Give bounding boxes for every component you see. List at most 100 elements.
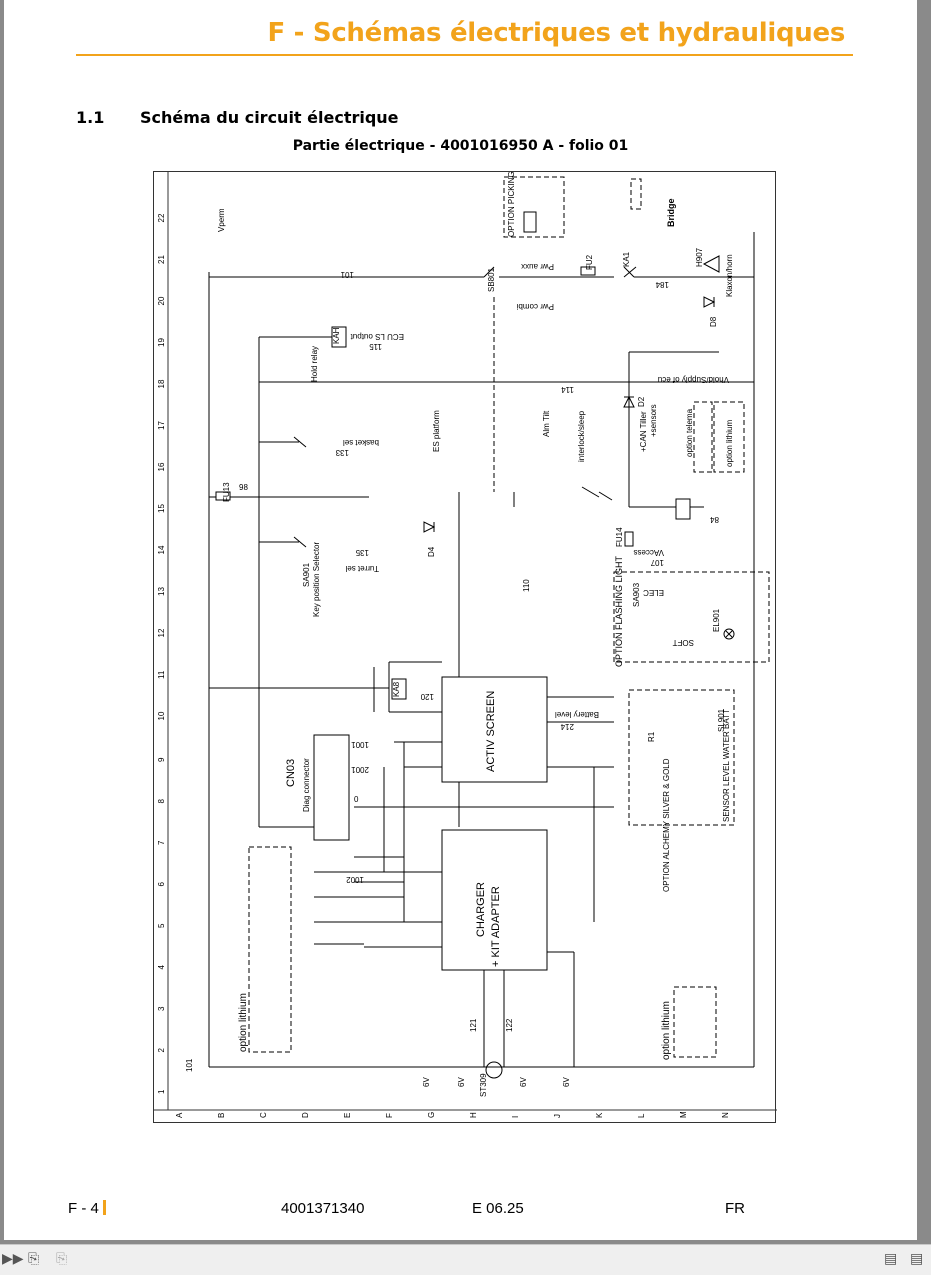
grid-col-label: 7 xyxy=(157,840,166,845)
grid-col-label: 5 xyxy=(157,923,166,928)
diag-connector-box xyxy=(313,734,350,841)
fu14-fuse: FU14 xyxy=(615,527,624,547)
single-page-icon[interactable]: ▤ xyxy=(884,1251,898,1267)
wire-214: 214 xyxy=(560,722,574,731)
grid-row-label: E xyxy=(343,1113,352,1118)
wire-114: 114 xyxy=(561,385,574,394)
document-page: F - Schémas électriques et hydrauliques … xyxy=(4,0,917,1240)
h907-horn: H907 xyxy=(695,247,704,267)
elec-label: ELEC xyxy=(643,588,664,597)
d2-diode: D2 xyxy=(637,396,646,407)
alm-tilt-label: Alm Tilt xyxy=(542,410,551,437)
grid-col-label: 16 xyxy=(157,462,166,471)
diag-connector-desc: Diag connector xyxy=(302,758,311,812)
diag-connector-id: CN03 xyxy=(285,759,297,787)
section-number: 1.1 xyxy=(76,108,105,127)
section-title: Schéma du circuit électrique xyxy=(140,108,399,127)
el901-label: EL901 xyxy=(712,608,721,632)
grid-col-label: 6 xyxy=(157,882,166,887)
next-page-icon[interactable]: ⎘ xyxy=(56,1251,68,1267)
grid-row-label: G xyxy=(427,1112,436,1118)
wire-0-mid: 0 xyxy=(354,795,359,804)
grid-row-label: J xyxy=(553,1114,562,1118)
wire-115: 115 xyxy=(369,342,382,351)
bridge-label: Bridge xyxy=(666,198,676,227)
grid-col-label: 14 xyxy=(157,545,166,554)
charger-box xyxy=(441,829,548,971)
grid-col-label: 21 xyxy=(157,255,166,264)
grid-col-label: 1 xyxy=(157,1089,166,1094)
d8-diode: D8 xyxy=(709,316,718,327)
option-flashing-label: OPTION FLASHING LIGHT xyxy=(614,555,624,667)
wire-98-a: 98 xyxy=(239,483,248,492)
grid-col-label: 4 xyxy=(157,965,166,970)
continuous-page-icon[interactable]: ▤ xyxy=(910,1251,924,1267)
fu2-fuse: FU2 xyxy=(585,254,594,270)
wire-133: 133 xyxy=(335,448,349,457)
option-lithium-left: option lithium xyxy=(238,993,249,1052)
grid-col-label: 20 xyxy=(157,296,166,305)
wire-184: 184 xyxy=(655,280,669,289)
interlock-label: interlock/sleep xyxy=(577,410,586,462)
wire-121: 121 xyxy=(469,1018,478,1032)
sensors-label: +sensors xyxy=(649,404,658,437)
grid-col-label: 12 xyxy=(157,628,166,637)
footer-doc-number: 4001371340 xyxy=(281,1200,365,1217)
grid-col-label: 2 xyxy=(157,1048,166,1053)
viewer-statusbar: ▶▶ ⎘ ⎘ ▤ ▤ xyxy=(0,1244,931,1275)
grid-row-label: I xyxy=(511,1116,520,1118)
prev-page-icon[interactable]: ⎘ xyxy=(28,1251,40,1267)
grid-col-label: 10 xyxy=(157,711,166,720)
sb801-switch: SB801 xyxy=(487,267,496,292)
wire-84: 84 xyxy=(710,515,719,524)
grid-row-label: D xyxy=(301,1112,310,1118)
grid-col-label: 13 xyxy=(157,587,166,596)
turret-sel-label: Turret sel xyxy=(345,564,379,573)
battery-v2: 6V xyxy=(457,1077,466,1087)
wire-101-main: 101 xyxy=(185,1058,194,1072)
wire-110: 110 xyxy=(522,579,531,592)
grid-row-label: M xyxy=(679,1111,688,1118)
option-picking-label: OPTION PICKING xyxy=(507,172,516,237)
grid-col-label: 18 xyxy=(157,379,166,388)
grid-row-label: F xyxy=(385,1113,394,1118)
fu13-fuse: FU13 xyxy=(222,482,231,502)
grid-row-label: K xyxy=(595,1112,604,1118)
hold-relay-desc: Hold relay xyxy=(310,346,319,382)
footer-language: FR xyxy=(725,1200,745,1217)
soft-label: SOFT xyxy=(673,638,694,647)
play-icon[interactable]: ▶▶ xyxy=(2,1251,24,1267)
wire-122: 122 xyxy=(505,1018,514,1032)
footer-edition: E 06.25 xyxy=(472,1200,524,1217)
grid-row-label: A xyxy=(175,1112,184,1118)
vperm-label: Vperm xyxy=(217,208,226,232)
header-rule xyxy=(76,54,853,56)
wire-107: 107 xyxy=(650,558,664,567)
key-selector-id: SA901 xyxy=(302,562,311,587)
grid-row-label: N xyxy=(721,1112,730,1118)
diagram-subtitle: Partie électrique - 4001016950 A - folio… xyxy=(292,138,629,154)
grid-col-label: 17 xyxy=(157,421,166,430)
battery-level-label: Battery level xyxy=(555,710,599,719)
pwr-combi-label: Pwr combi xyxy=(516,302,554,311)
grid-col-label: 9 xyxy=(157,757,166,762)
key-selector-desc: Key position Selector xyxy=(312,542,321,617)
st309-shunt: ST309 xyxy=(479,1073,488,1097)
ecu-ls-label: ECU LS output xyxy=(350,332,404,341)
grid-row-label: B xyxy=(217,1113,226,1118)
es-platform-label: ES platform xyxy=(432,410,441,452)
grid-row-label: C xyxy=(259,1112,268,1118)
sensor-level-label: SENSOR LEVEL WATER BATT xyxy=(722,709,731,822)
grid-col-label: 15 xyxy=(157,504,166,513)
kit-adapter-label: + KIT ADAPTER xyxy=(490,886,502,967)
grid-col-label: 8 xyxy=(157,799,166,804)
ka8-relay: KA8 xyxy=(392,681,401,697)
klaxon-label: Klaxon/horn xyxy=(725,254,734,297)
vhold-label: Vhold/Supply of ecu xyxy=(658,375,729,384)
grid-row-label: L xyxy=(637,1113,646,1118)
footer-page: F - 4 xyxy=(68,1200,106,1217)
ka1-relay: KA1 xyxy=(622,251,631,267)
vaccess-label: VAccess xyxy=(633,548,664,557)
basket-sel-label: basket sel xyxy=(343,438,379,447)
